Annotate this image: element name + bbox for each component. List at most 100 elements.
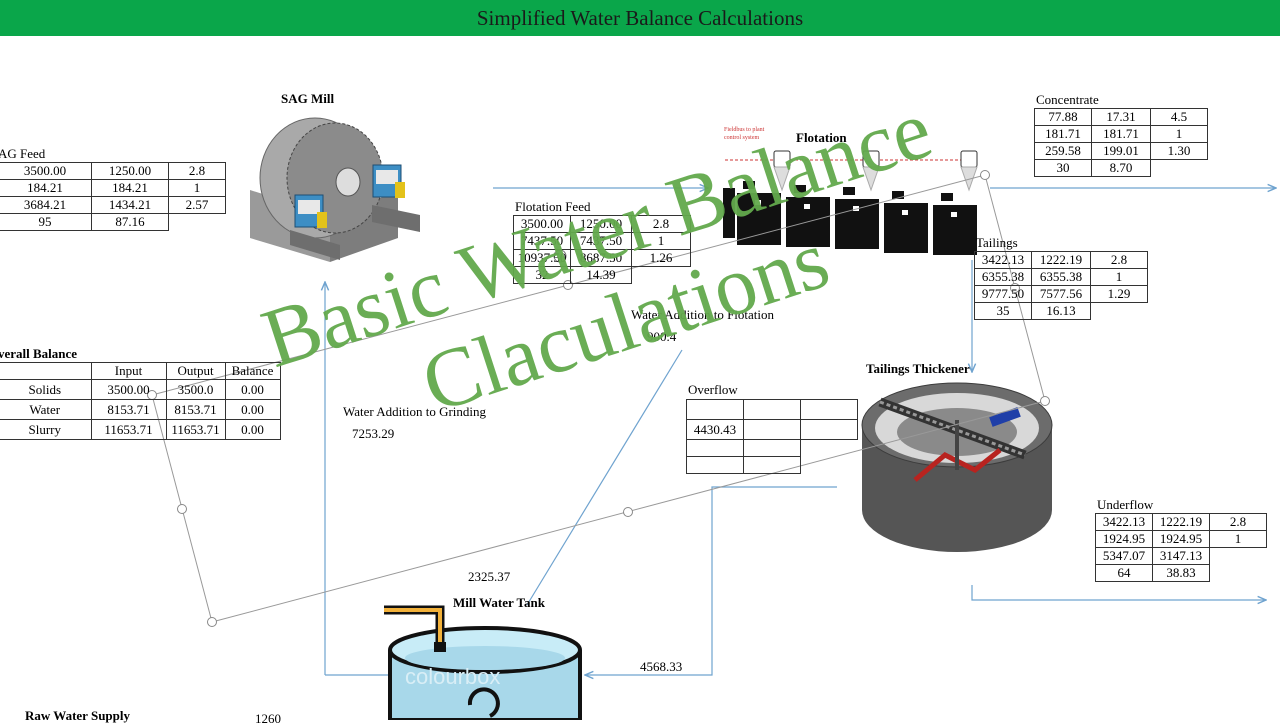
table-cell: 3422.13 — [974, 251, 1032, 269]
water-flotation-value: 900.4 — [647, 329, 677, 344]
concentrate-label: Concentrate — [1036, 92, 1099, 107]
table-cell: 8153.71 — [90, 399, 167, 420]
water-grinding-label: Water Addition to Grinding — [343, 404, 487, 419]
table-cell: Solids — [0, 379, 92, 400]
flow-underflow-out — [971, 585, 1266, 600]
table-cell: 32 — [513, 266, 571, 284]
table-cell: 1 — [168, 179, 226, 197]
table-row — [686, 399, 858, 420]
table-cell: 14.39 — [570, 266, 632, 284]
table-cell: 6355.38 — [974, 268, 1032, 286]
table-row — [686, 439, 858, 457]
fieldbus-note-2: control system — [724, 135, 760, 141]
table-row — [686, 456, 858, 474]
table-cell: 30 — [1034, 159, 1092, 177]
table-cell: 8687.50 — [570, 249, 632, 267]
table-cell: 184.21 — [91, 179, 169, 197]
table-cell: 87.16 — [91, 213, 169, 231]
sag-mill-title: SAG Mill — [281, 91, 335, 106]
flow-value-to-tank: 2325.37 — [468, 569, 511, 584]
table-cell: 1.29 — [1090, 285, 1148, 303]
table-cell — [743, 439, 801, 457]
table-cell: 3147.13 — [1152, 547, 1210, 565]
table-cell — [686, 456, 744, 474]
table-cell — [800, 399, 858, 420]
table-cell: Input — [90, 362, 167, 380]
table-cell — [169, 214, 226, 231]
table-cell: 64 — [1095, 564, 1153, 582]
sag-mill-drawing — [250, 117, 420, 262]
table-cell: 0.00 — [224, 419, 281, 440]
page-title: Simplified Water Balance Calculations — [476, 5, 804, 30]
table-cell: 3684.21 — [0, 196, 92, 214]
flow-overflow-return — [585, 486, 837, 675]
table-cell: 11653.71 — [90, 419, 167, 440]
table-cell — [1151, 160, 1208, 177]
table-cell: 9777.50 — [974, 285, 1032, 303]
table-cell: 1924.95 — [1152, 530, 1210, 548]
table-cell: 181.71 — [1034, 125, 1092, 143]
table-cell: 2.8 — [1209, 513, 1267, 531]
mill-water-tank-drawing — [384, 605, 582, 720]
table-cell: 4.5 — [1150, 108, 1208, 126]
table-cell: 184.21 — [0, 179, 92, 197]
water-flotation-label: Water Addition to Flotation — [631, 307, 775, 322]
overflow-label: Overflow — [688, 382, 738, 397]
table-cell: 3500.00 — [90, 379, 167, 400]
table-cell: 0.00 — [224, 399, 281, 420]
thickener-title: Tailings Thickener — [866, 361, 970, 376]
table-cell: 199.01 — [1091, 142, 1151, 160]
raw-water-label: Raw Water Supply — [25, 708, 130, 723]
fieldbus-note-1: Fieldbus to plant — [724, 127, 765, 133]
table-cell: 5347.07 — [1095, 547, 1153, 565]
underflow-label: Underflow — [1097, 497, 1154, 512]
raw-water-value: 1260 — [255, 711, 281, 726]
table-cell: 1222.19 — [1152, 513, 1210, 531]
table-cell — [801, 440, 858, 457]
table-cell: 6355.38 — [1031, 268, 1091, 286]
thickener-drawing — [861, 382, 1053, 552]
table-cell — [686, 399, 744, 420]
sag-feed-label: AG Feed — [0, 146, 46, 161]
table-cell: 1222.19 — [1031, 251, 1091, 269]
table-cell: 1.30 — [1150, 142, 1208, 160]
table-cell: 2.57 — [168, 196, 226, 214]
table-cell — [1210, 548, 1267, 565]
table-cell: Output — [165, 362, 226, 380]
table-cell — [743, 419, 801, 440]
table-cell: 95 — [0, 213, 92, 231]
water-grinding-value: 7253.29 — [352, 426, 395, 441]
table-cell: 3422.13 — [1095, 513, 1153, 531]
table-cell: 2.8 — [168, 162, 226, 180]
table-cell: Balance — [224, 362, 281, 380]
flotation-cells-drawing — [723, 150, 978, 255]
table-cell: 181.71 — [1091, 125, 1151, 143]
title-banner: Simplified Water Balance Calculations — [0, 0, 1280, 36]
colourbox-brand: colourbox — [405, 664, 501, 689]
table-cell: 2.8 — [1090, 251, 1148, 269]
mill-water-tank-title: Mill Water Tank — [453, 595, 545, 610]
table-cell: 1434.21 — [91, 196, 169, 214]
table-cell: 1924.95 — [1095, 530, 1153, 548]
